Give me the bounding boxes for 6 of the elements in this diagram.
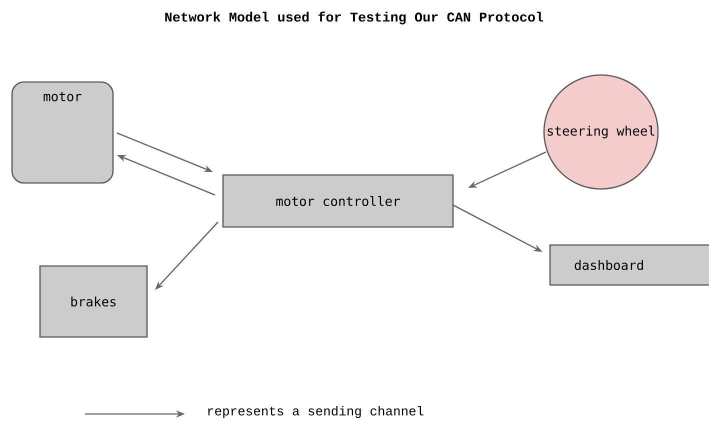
process-box: motor controller — [222, 174, 454, 228]
title: Network Model used for Testing Our CAN Protocol — [165, 12, 544, 24]
legend-text: represents a sending channel — [208, 406, 424, 418]
process-box: brakes — [39, 265, 148, 338]
process-box: dashboard — [549, 244, 709, 286]
motor-box: motor — [11, 81, 114, 184]
